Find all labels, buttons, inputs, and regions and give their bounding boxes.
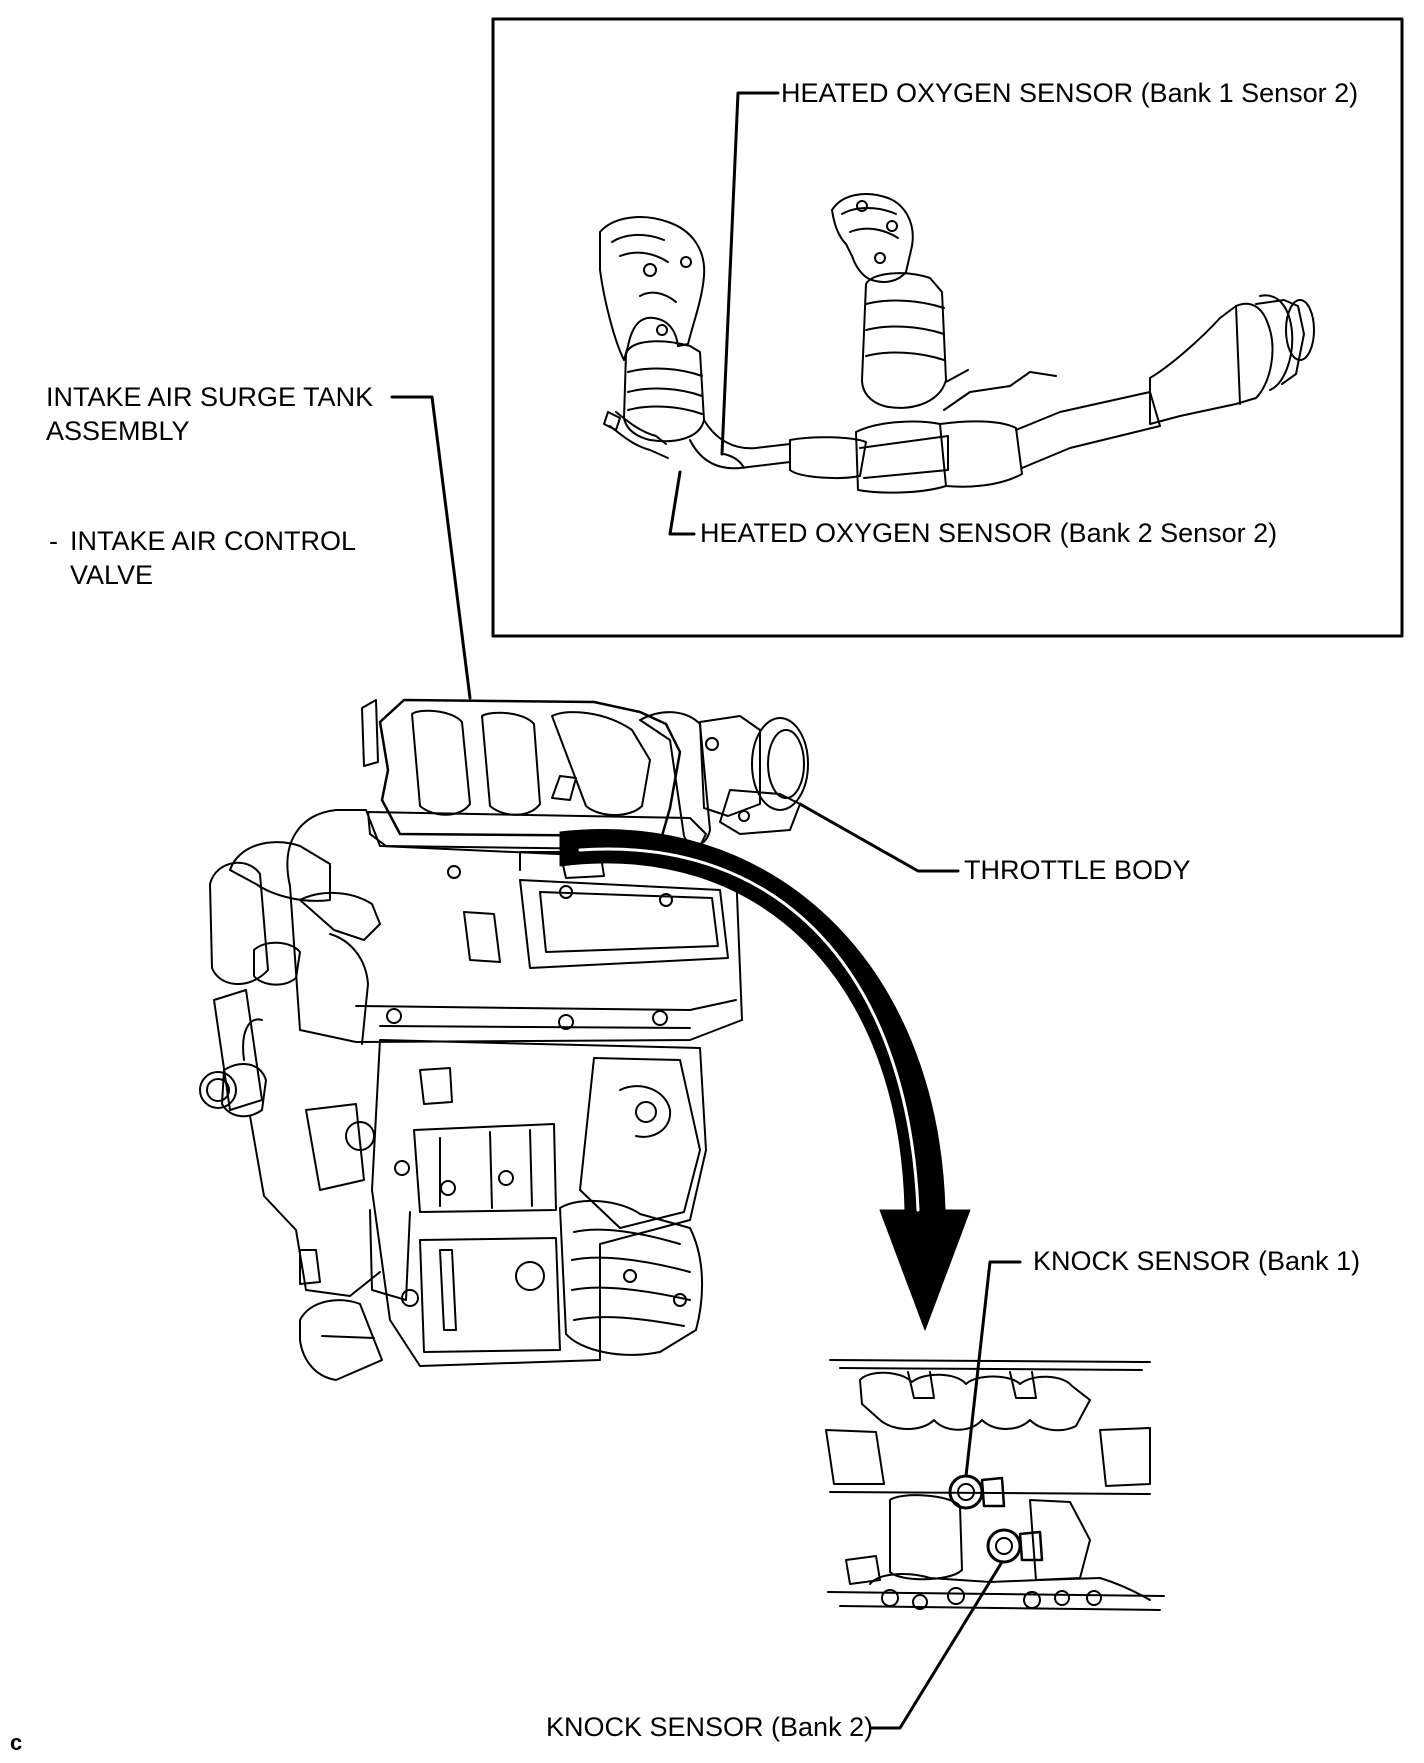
label-ho2s-bank1-sensor2: HEATED OXYGEN SENSOR (Bank 1 Sensor 2): [781, 78, 1359, 108]
inset-frame: [491, 17, 1404, 638]
label-throttle-body: THROTTLE BODY: [964, 855, 1191, 885]
leader-knock-b2: [870, 1560, 1004, 1730]
curved-arrow-icon: [559, 829, 971, 1331]
label-iacv-line1: INTAKE AIR CONTROL: [70, 526, 357, 556]
exhaust-manifold-icon: [599, 193, 1315, 494]
leader-surge-tank: [390, 395, 472, 700]
leader-throttle-body: [798, 802, 960, 873]
corner-mark: c: [10, 1730, 23, 1755]
label-knock-sensor-bank2: KNOCK SENSOR (Bank 2): [546, 1712, 874, 1742]
engine-assembly-icon: [199, 698, 809, 1381]
leader-knock-b1: [964, 1260, 1022, 1478]
leader-ho2s-b1s2: [720, 91, 780, 456]
label-surge-tank-line2: ASSEMBLY: [46, 416, 190, 446]
label-surge-tank-line1: INTAKE AIR SURGE TANK: [46, 382, 374, 412]
label-iacv-line2: VALVE: [70, 560, 154, 590]
leader-ho2s-b2s2: [668, 470, 696, 536]
label-intake-air-surge-tank: INTAKE AIR SURGE TANK ASSEMBLY: [46, 380, 373, 448]
label-ho2s-bank2-sensor2: HEATED OXYGEN SENSOR (Bank 2 Sensor 2): [700, 518, 1278, 548]
label-intake-air-control-valve: - INTAKE AIR CONTROL VALVE: [46, 524, 356, 592]
label-knock-sensor-bank1: KNOCK SENSOR (Bank 1): [1033, 1246, 1361, 1276]
label-iacv-bullet: -: [49, 526, 58, 556]
